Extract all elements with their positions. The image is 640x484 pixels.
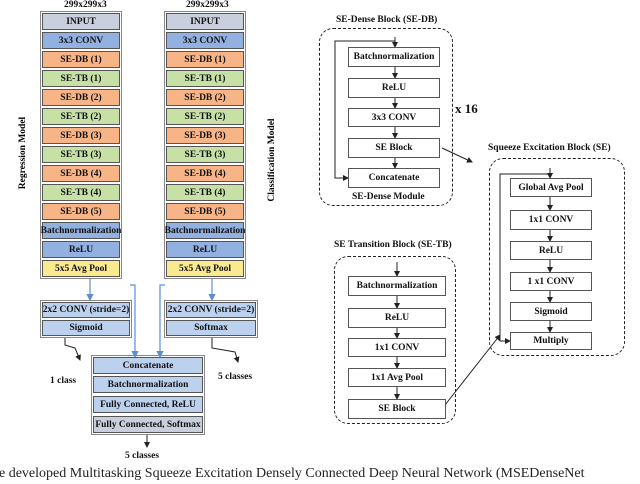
classification-block: SE-DB (3) [166,127,244,144]
se-dense-block: Concatenate [348,168,440,188]
classification-block: SE-TB (2) [166,108,244,125]
regression-input-size: 299x299x3 [64,0,107,10]
se-transition-block: 1x1 CONV [348,338,446,357]
regression-head-activation: Sigmoid [42,320,130,336]
classification-block: ReLU [166,241,244,258]
classification-head-frame [164,300,258,338]
regression-block: SE-DB (1) [42,51,120,68]
regression-model-label: Regression Model [18,116,28,190]
regression-block: 3x3 CONV [42,32,120,49]
squeeze-block: ReLU [510,241,592,260]
classification-block: INPUT [166,13,244,30]
classification-head-activation: Softmax [166,320,256,336]
classification-block: 3x3 CONV [166,32,244,49]
squeeze-block: 1x1 CONV [510,210,592,230]
squeeze-block: Sigmoid [510,302,592,321]
squeeze-block: Global Avg Pool [510,178,592,197]
fusion-block: Concatenate [93,357,203,374]
se-transition-frame [334,256,456,424]
fusion-block: Fully Connected, ReLU [93,396,203,413]
classification-block: 5x5 Avg Pool [166,260,244,277]
fusion-frame [91,355,205,435]
se-dense-block: SE Block [348,138,440,158]
se-dense-block: ReLU [348,78,440,98]
se-transition-block: Batchnormalization [348,276,446,296]
regression-block: SE-TB (2) [42,108,120,125]
se-transition-block: SE Block [348,399,446,419]
classification-block: SE-TB (4) [166,184,244,201]
classification-block: SE-TB (3) [166,146,244,163]
classification-input-size: 299x299x3 [186,0,229,10]
regression-block: Batchnormalization [41,222,121,239]
classification-block: SE-DB (1) [166,51,244,68]
se-dense-module-label: SE-Dense Module [352,192,425,202]
regression-block: SE-TB (3) [42,146,120,163]
se-transition-block: ReLU [348,308,446,328]
fusion-output: 5 classes [125,451,160,461]
se-dense-block: Batchnormalization [348,47,440,67]
classification-block: SE-DB (2) [166,89,244,106]
regression-output: 1 class [50,376,77,386]
regression-block: SE-DB (5) [42,203,120,220]
classification-block: SE-DB (4) [166,165,244,182]
squeeze-frame [489,158,625,356]
regression-block: SE-DB (4) [42,165,120,182]
figure-caption: he developed Multitasking Squeeze Excita… [0,466,585,481]
regression-block: SE-DB (2) [42,89,120,106]
se-transition-title: SE Transition Block (SE-TB) [334,240,452,250]
classification-block: SE-DB (5) [166,203,244,220]
squeeze-title: Squeeze Excitation Block (SE) [488,143,611,153]
squeeze-block: Multiply [510,332,592,350]
fusion-block: Batchnormalization [93,376,203,393]
regression-column [40,11,122,279]
classification-column [164,11,246,279]
regression-block: INPUT [42,13,120,30]
classification-model-label: Classification Model [267,118,277,202]
regression-block: SE-TB (4) [42,184,120,201]
squeeze-block: 1 x1 CONV [510,272,592,291]
regression-block: ReLU [42,241,120,258]
se-dense-title: SE-Dense Block (SE-DB) [336,15,438,25]
se-transition-block: 1x1 Avg Pool [348,368,446,387]
regression-block: SE-TB (1) [42,70,120,87]
classification-head-conv: 2x2 CONV (stride=2) [166,302,256,318]
regression-head-frame [40,300,132,338]
regression-head-conv: 2x2 CONV (stride=2) [42,302,130,318]
fusion-block: Fully Connected, Softmax [93,416,203,433]
regression-block: 5x5 Avg Pool [42,260,120,277]
se-dense-block: 3x3 CONV [348,108,440,127]
classification-block: Batchnormalization [165,222,245,239]
regression-block: SE-DB (3) [42,127,120,144]
se-dense-repeat: x 16 [455,101,478,116]
classification-block: SE-TB (1) [166,70,244,87]
se-dense-frame [319,28,453,206]
classification-output: 5 classes [218,372,253,382]
